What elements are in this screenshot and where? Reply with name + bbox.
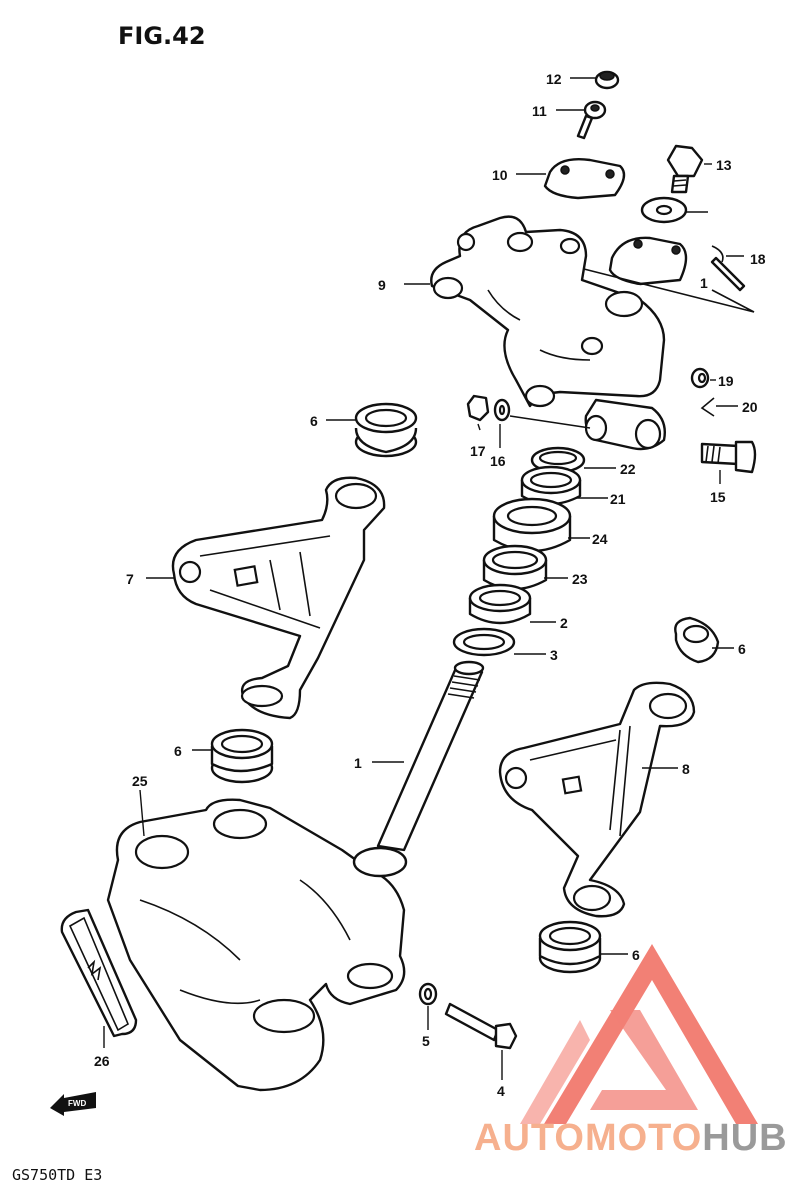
part-13-bolt [666,144,704,194]
part-20-clip [700,397,715,417]
callout-20: 20 [742,399,758,415]
callout-5: 5 [422,1033,430,1049]
callout-3: 3 [550,647,558,663]
model-code: GS750TD E3 [12,1166,102,1184]
part-4-bolt [444,1002,518,1050]
part-24-bearing [492,497,572,553]
part-6-seal-lower-right [538,920,602,974]
part-25-lower-bracket [106,798,408,1092]
callout-23: 23 [572,571,588,587]
part-3-seal [452,627,516,657]
callout-labels: 12 11 10 13 18 1 9 19 20 6 17 16 22 15 2… [94,71,766,1099]
callout-6-left: 6 [174,743,182,759]
callout-leaders [103,77,744,1080]
part-5-washer [418,982,438,1006]
part-6-seal-upper-left [354,402,418,458]
figure-title: FIG.42 [118,22,206,50]
callout-17: 17 [470,443,486,459]
part-6-seal-left [210,728,274,784]
part-19-nut [690,367,710,389]
part-12-cap [594,70,620,90]
callout-26: 26 [94,1053,110,1069]
callout-15: 15 [710,489,726,505]
callout-10: 10 [492,167,508,183]
part-23-race [482,544,548,591]
callout-7: 7 [126,571,134,587]
part-16-washer [493,398,511,422]
part-2-bearing [468,583,532,625]
part-17-nut [466,394,490,422]
fwd-label: FWD [68,1099,86,1108]
watermark-part1: AUTOMOTO [474,1117,702,1159]
watermark-logo [520,944,758,1124]
part-1-steering-stem [376,660,485,852]
callout-1-top: 1 [700,275,708,291]
callout-19: 19 [718,373,734,389]
callout-22: 22 [620,461,636,477]
callout-6-lower: 6 [632,947,640,963]
watermark-part2: HUB [702,1117,787,1159]
callout-2: 2 [560,615,568,631]
callout-8: 8 [682,761,690,777]
callout-1-stem: 1 [354,755,362,771]
callout-13: 13 [716,157,732,173]
part-22-ring [530,446,586,474]
callout-12: 12 [546,71,562,87]
callout-9: 9 [378,277,386,293]
leader-line [509,415,591,429]
callout-21: 21 [610,491,626,507]
callout-6-right: 6 [738,641,746,657]
part-15-bolt [700,440,757,474]
watermark-text: AUTOMOTOHUB [474,1117,788,1159]
part-6-seal-right [674,616,720,664]
forward-arrow-icon: FWD [50,1092,96,1116]
washer-part [640,196,688,224]
callout-4: 4 [497,1083,505,1099]
callout-18: 18 [750,251,766,267]
part-18-pin [710,245,746,292]
part-26-plate [60,908,138,1038]
callout-25: 25 [132,773,148,789]
part-10-handlebar-clamp [543,158,626,200]
part-8-right-bracket [498,681,696,918]
callout-16: 16 [490,453,506,469]
part-7-left-bracket [171,476,386,720]
callout-6-upper: 6 [310,413,318,429]
callout-11: 11 [532,103,547,119]
part-9-upper-bracket [430,215,666,451]
callout-24: 24 [592,531,608,547]
part-11-bolt [576,100,607,140]
leader-line [579,267,755,313]
lower-clamp-part [608,236,688,286]
